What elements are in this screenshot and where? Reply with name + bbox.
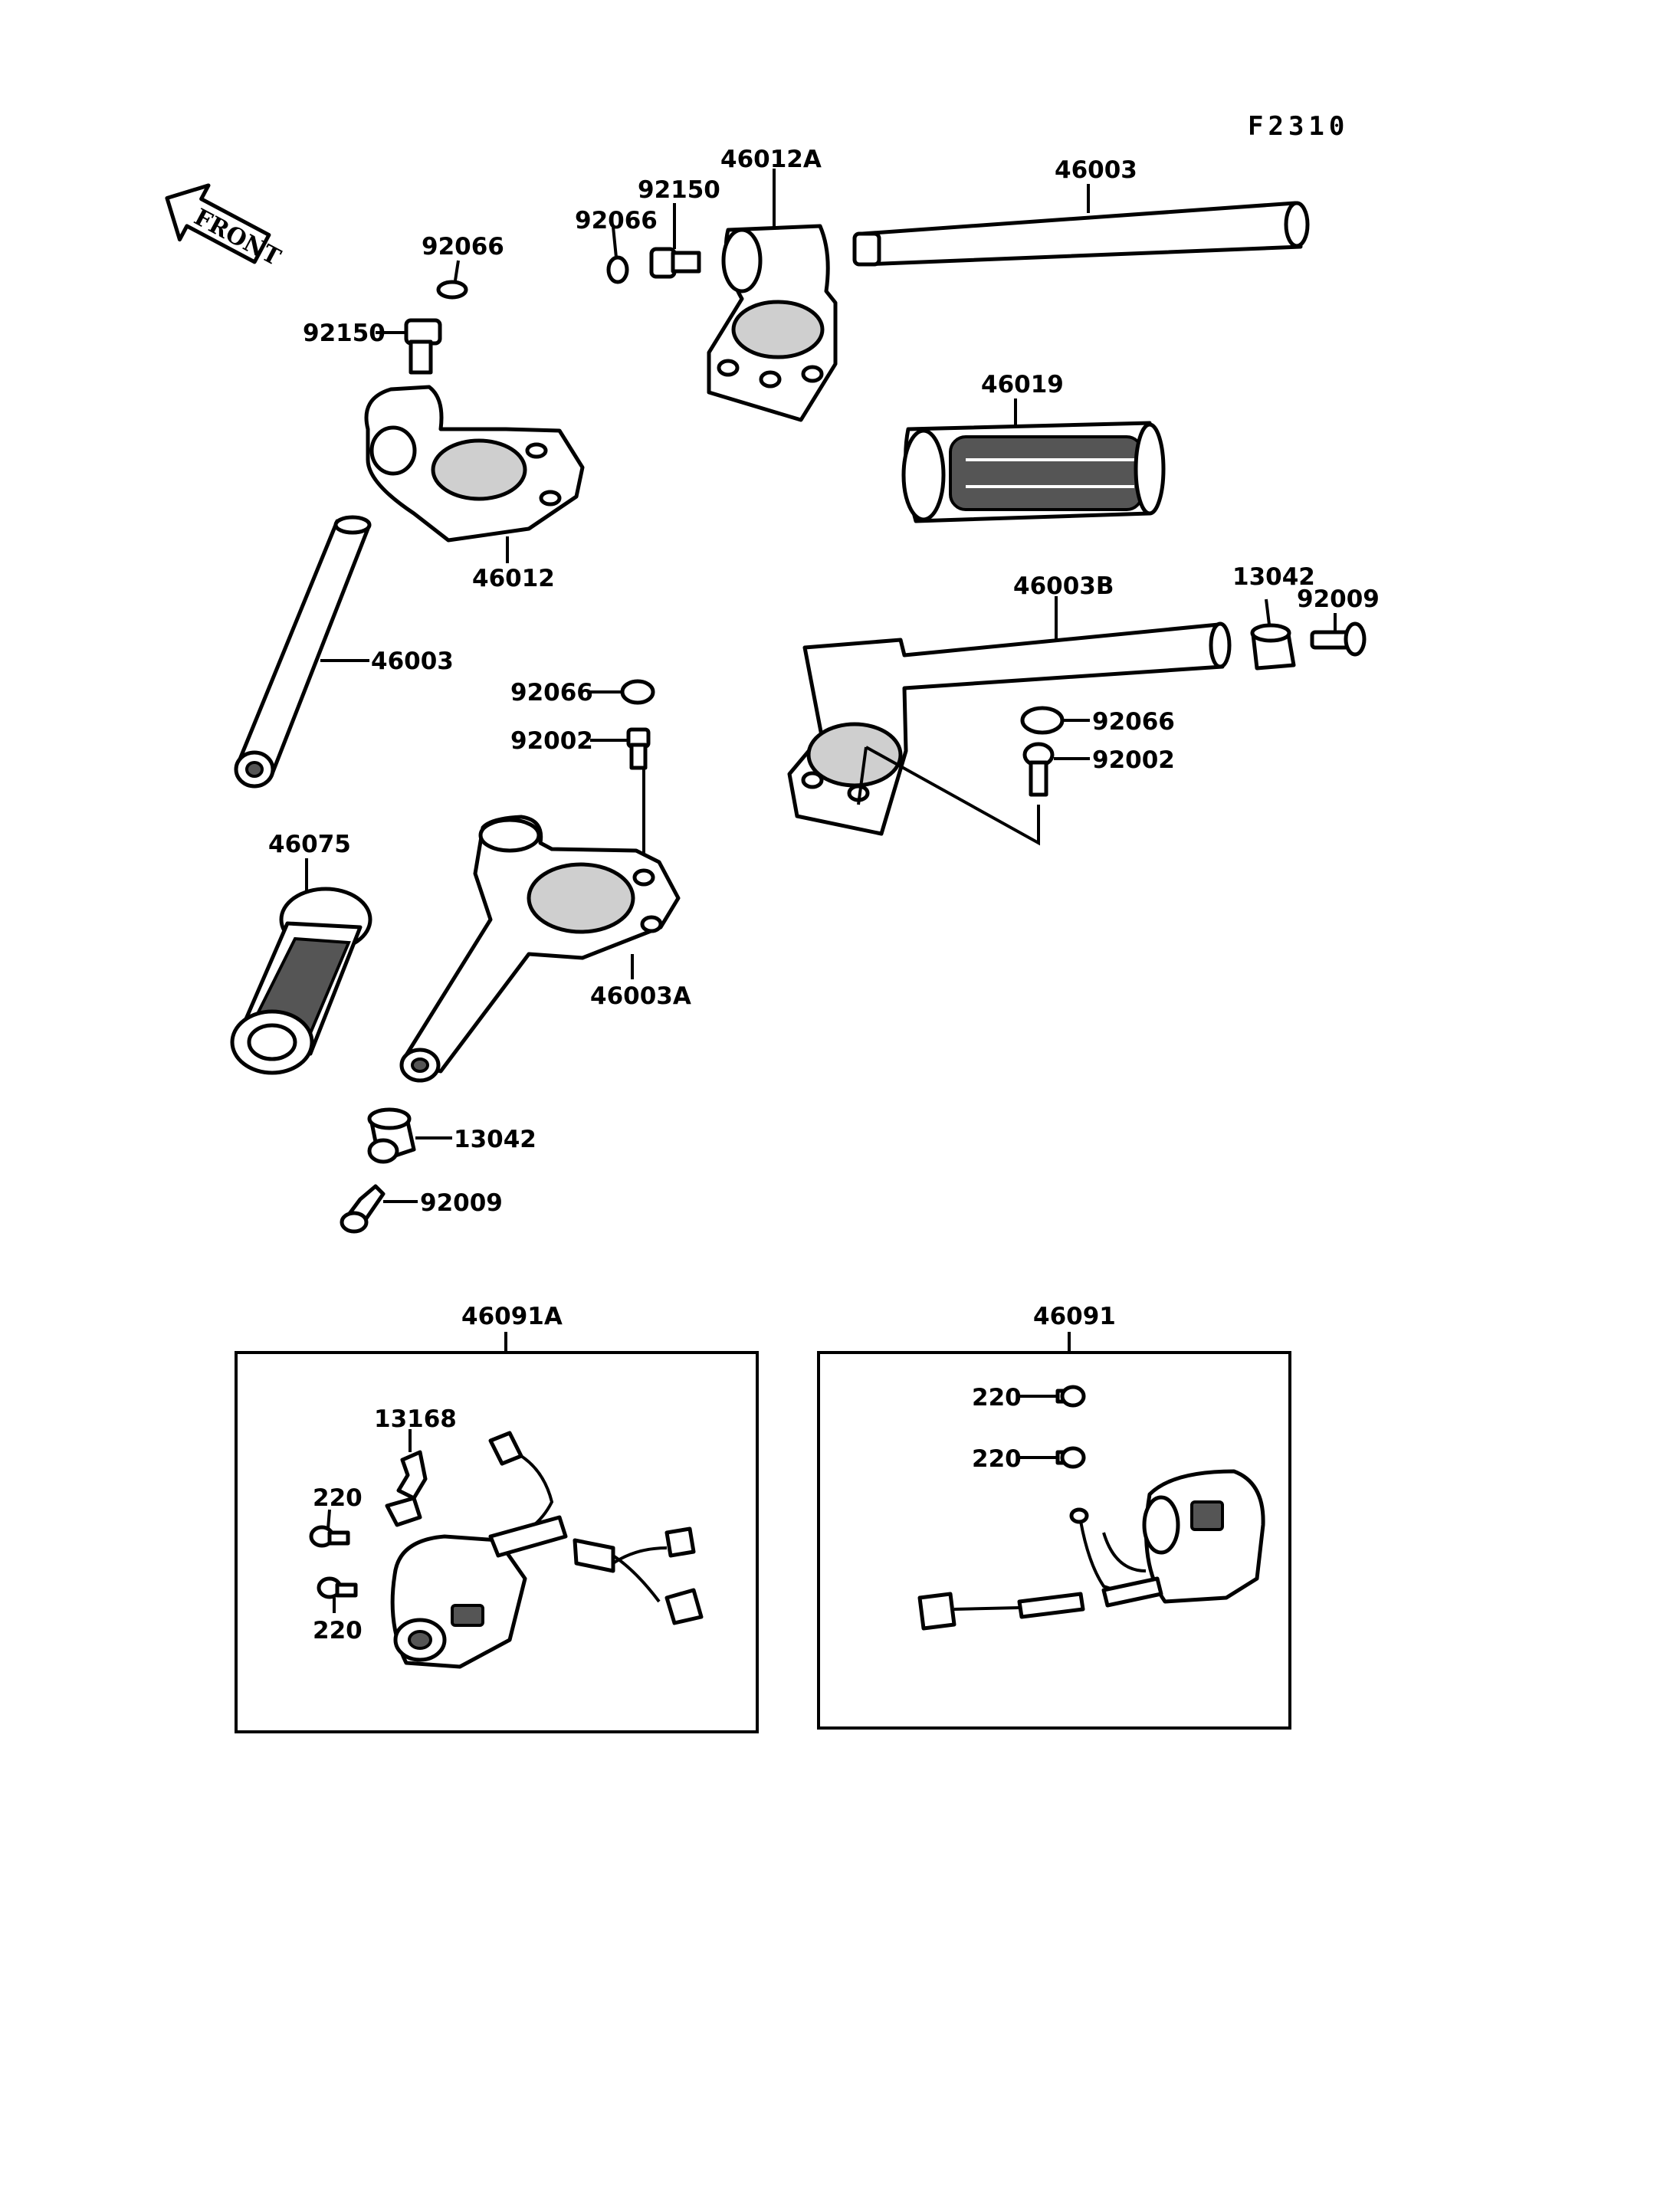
label-46003A: 46003A: [590, 982, 691, 1010]
grip-46075: [230, 887, 372, 1075]
label-92066-c: 92066: [510, 679, 593, 707]
label-13042-b: 13042: [454, 1126, 536, 1153]
label-46003-b: 46003: [1055, 156, 1137, 184]
label-220-d: 220: [972, 1445, 1022, 1473]
figure-code: F2310: [1248, 111, 1349, 142]
clamp-46012: [364, 385, 585, 543]
bolt-92002-a: [626, 727, 651, 770]
bar-end-13042-b: [367, 1107, 416, 1164]
washer-92066-b: [606, 255, 629, 284]
label-92009-b: 92009: [420, 1189, 503, 1217]
switch-box-46091A: [235, 1351, 759, 1733]
bolt-92150-a: [404, 318, 442, 375]
label-46075: 46075: [268, 831, 351, 858]
label-92002-a: 92002: [510, 727, 593, 755]
handlebar-46003-b: [852, 201, 1310, 267]
front-arrow-icon: FRONT: [165, 183, 285, 272]
label-220-b: 220: [313, 1617, 363, 1644]
grip-46019: [901, 421, 1166, 523]
handlebar-46003-a: [234, 515, 372, 789]
bolt-92150-b: [649, 247, 701, 279]
label-13042-a: 13042: [1232, 563, 1315, 591]
screw-220-c: [1055, 1385, 1086, 1408]
washer-92066-a: [436, 280, 468, 300]
label-92066-b: 92066: [575, 207, 658, 234]
switch-housing-46091: [917, 1469, 1265, 1631]
washer-92066-c: [620, 679, 655, 705]
bolt-92002-b: [1022, 742, 1055, 797]
label-46019: 46019: [981, 371, 1064, 398]
label-46091: 46091: [1033, 1303, 1116, 1330]
switch-box-46091: [817, 1351, 1291, 1730]
label-92150-b: 92150: [638, 176, 720, 204]
bar-end-13042-a: [1250, 623, 1296, 671]
label-92066-a: 92066: [422, 233, 504, 261]
switch-housing-46091A: [390, 1431, 704, 1669]
label-46012: 46012: [472, 565, 555, 592]
screw-92009-a: [1310, 621, 1367, 657]
clip-13168: [385, 1450, 428, 1527]
label-220-c: 220: [972, 1384, 1022, 1412]
handlebar-46003B: [787, 621, 1232, 836]
label-46003B: 46003B: [1013, 572, 1114, 600]
handlebar-46003A: [399, 815, 681, 1083]
label-46012A: 46012A: [720, 146, 822, 173]
washer-92066-d: [1020, 706, 1065, 735]
front-label: FRONT: [189, 204, 285, 272]
screw-92009-b: [340, 1184, 386, 1234]
clamp-46012A: [707, 224, 838, 422]
screw-220-b: [317, 1576, 358, 1599]
label-13168: 13168: [374, 1405, 457, 1433]
screw-220-a: [309, 1525, 350, 1548]
label-46091A: 46091A: [461, 1303, 563, 1330]
label-92002-b: 92002: [1092, 746, 1175, 774]
label-220-a: 220: [313, 1484, 363, 1512]
label-92150-a: 92150: [303, 320, 386, 347]
screw-220-d: [1055, 1446, 1086, 1469]
label-92009-a: 92009: [1297, 585, 1380, 613]
label-92066-d: 92066: [1092, 708, 1175, 736]
label-46003-a: 46003: [371, 648, 454, 675]
